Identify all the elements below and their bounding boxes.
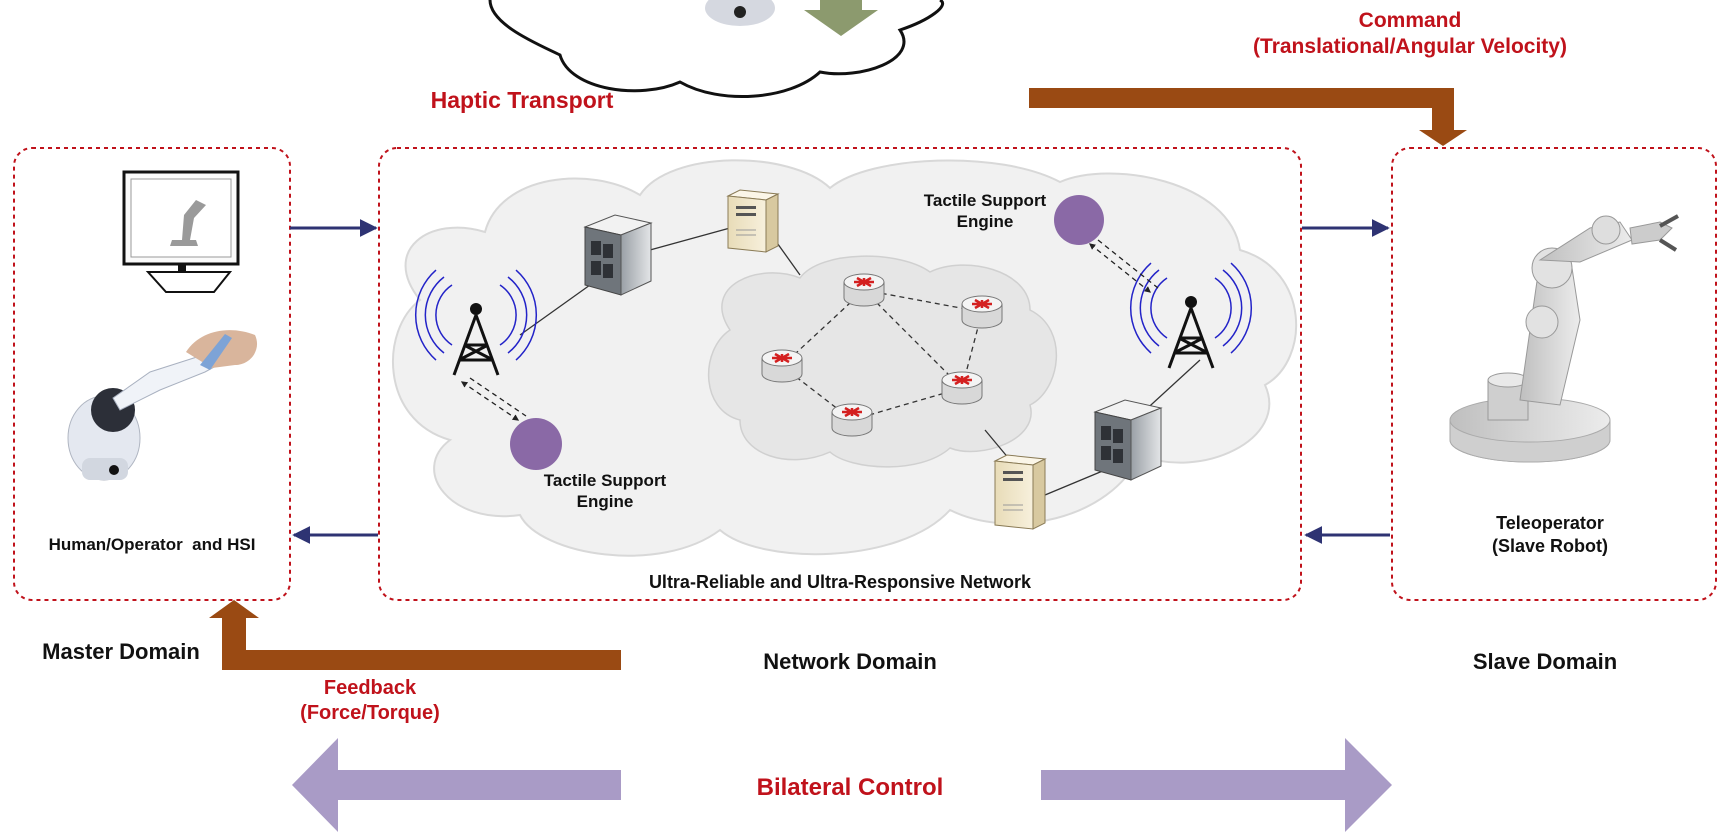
- antenna-icon: [414, 269, 538, 376]
- feedback-arrow: [222, 600, 621, 670]
- router-icon: [961, 295, 1003, 329]
- tactile-engine-icon: [1054, 195, 1104, 245]
- feedback-line2: (Force/Torque): [300, 702, 440, 724]
- teleoperator-label: Teleoperator (Slave Robot): [1450, 512, 1650, 557]
- command-arrow: [1029, 88, 1467, 146]
- router-icon: [941, 371, 983, 405]
- tse-bottom-line2: Engine: [576, 492, 634, 512]
- domain-link-arrows: [290, 219, 1390, 544]
- master-domain-label: Master Domain: [42, 639, 200, 664]
- server-tower-icon: [993, 454, 1047, 530]
- tactile-engine-links: [460, 239, 1159, 421]
- bilateral-left-arrow: [292, 738, 621, 832]
- haptic-device-icon: [67, 330, 258, 481]
- top-cloud-icon: [488, 0, 944, 98]
- tse-top-label: Tactile Support Engine: [900, 190, 1070, 233]
- bilateral-control-label: Bilateral Control: [756, 774, 944, 801]
- master-domain-box: [13, 147, 291, 601]
- server-rack-icon: [583, 214, 653, 296]
- human-operator-label: Human/Operator and HSI: [48, 535, 256, 554]
- network-domain-box: [378, 147, 1302, 601]
- monitor-icon: [122, 170, 240, 293]
- slave-domain-box: [1391, 147, 1717, 601]
- feedback-label: Feedback (Force/Torque): [270, 676, 470, 726]
- tse-top-line2: Engine: [956, 212, 1014, 232]
- teleoperator-line1: Teleoperator: [1496, 513, 1604, 533]
- antenna-icon: [1129, 262, 1253, 369]
- robot-arm-icon: [1449, 214, 1679, 463]
- feedback-line1: Feedback: [323, 677, 417, 699]
- feedback-arrow-head: [209, 600, 259, 650]
- tse-top-line1: Tactile Support: [923, 191, 1047, 210]
- tse-bottom-line1: Tactile Support: [543, 471, 667, 490]
- network-name-label: Ultra-Reliable and Ultra-Responsive Netw…: [648, 572, 1032, 592]
- network-domain-label: Network Domain: [763, 649, 937, 674]
- server-tower-icon: [726, 189, 780, 253]
- command-label: Command (Translational/Angular Velocity): [1240, 8, 1580, 61]
- command-label-line2: (Translational/Angular Velocity): [1253, 35, 1567, 59]
- router-icon: [831, 403, 873, 437]
- router-icon: [843, 273, 885, 307]
- command-label-line1: Command: [1358, 9, 1462, 32]
- tactile-engine-icon: [510, 418, 562, 470]
- bilateral-right-arrow: [1041, 738, 1392, 832]
- router-icon: [761, 349, 803, 383]
- tse-bottom-label: Tactile Support Engine: [520, 470, 690, 513]
- server-rack-icon: [1093, 399, 1163, 481]
- slave-domain-label: Slave Domain: [1472, 649, 1618, 674]
- teleoperator-line2: (Slave Robot): [1491, 535, 1608, 556]
- haptic-transport-label: Haptic Transport: [430, 87, 614, 113]
